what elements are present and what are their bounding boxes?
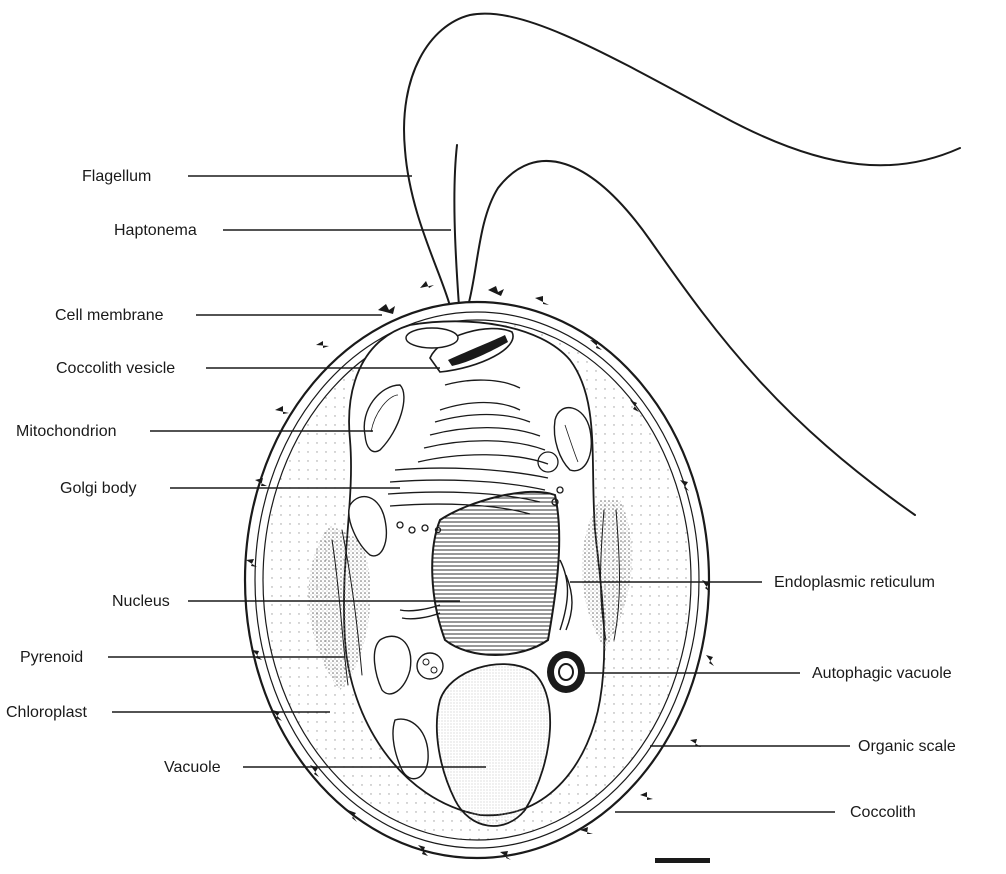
label-golgi-body: Golgi body <box>60 480 137 497</box>
label-flagellum: Flagellum <box>82 168 151 185</box>
label-chloroplast: Chloroplast <box>6 704 87 721</box>
autophagic-vacuole <box>547 651 585 693</box>
label-vacuole: Vacuole <box>164 759 221 776</box>
label-pyrenoid: Pyrenoid <box>20 649 83 666</box>
label-endoplasmic-reticulum: Endoplasmic reticulum <box>774 574 935 591</box>
scale-bar <box>655 858 710 863</box>
label-haptonema: Haptonema <box>114 222 197 239</box>
label-organic-scale: Organic scale <box>858 738 956 755</box>
nucleus <box>432 492 559 655</box>
haptonema-drawing <box>454 145 459 306</box>
label-coccolith-vesicle: Coccolith vesicle <box>56 360 175 377</box>
label-autophagic-vacuole: Autophagic vacuole <box>812 665 952 682</box>
label-cell-membrane: Cell membrane <box>55 307 164 324</box>
label-coccolith: Coccolith <box>850 804 916 821</box>
small-vesicle <box>417 653 443 679</box>
label-nucleus: Nucleus <box>112 593 170 610</box>
label-mitochondrion: Mitochondrion <box>16 423 117 440</box>
